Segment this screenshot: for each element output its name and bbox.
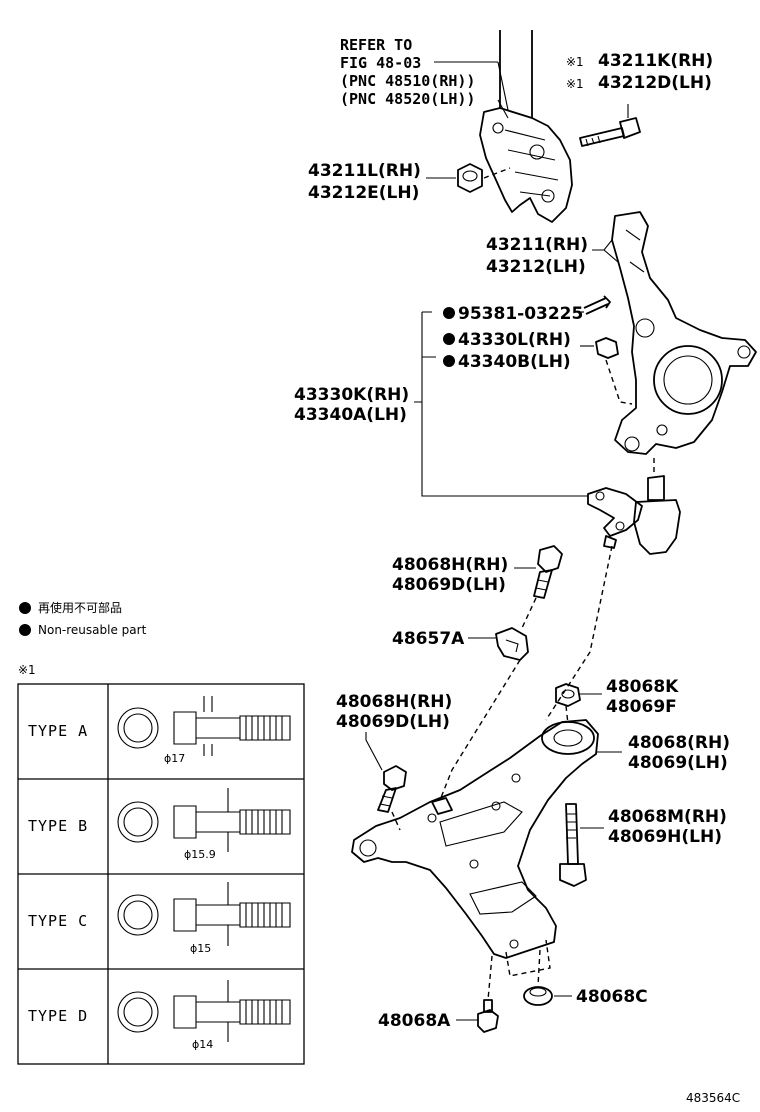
refer-line-1: REFER TO <box>340 36 412 54</box>
type-d-label: TYPE D <box>28 1007 88 1025</box>
part-number-lh: 43212D(LH) <box>598 73 712 93</box>
legend-jp: 再使用不可部品 <box>38 600 122 615</box>
cotter-pin-drawing <box>583 295 611 315</box>
rear-bushing-drawing <box>523 986 553 1006</box>
callout-cotter-pin: 95381-03225 <box>443 304 583 324</box>
part-number-rh: 48068H(RH) <box>392 555 508 575</box>
part-number: 48657A <box>392 629 465 649</box>
type-a-bolt-drawing: ϕ17 <box>117 696 291 765</box>
callout-knuckle: 43211(RH) 43212(LH) <box>486 235 588 277</box>
part-number-lh: 43340A(LH) <box>294 405 407 425</box>
non-reusable-mark-icon <box>443 333 455 345</box>
table-mark: ※1 <box>18 663 36 677</box>
callout-bushing-nut: 48068K 48069F <box>606 677 679 717</box>
strut-nut-drawing <box>457 163 511 193</box>
part-number: 48068K <box>606 677 679 697</box>
part-number-rh: 43330K(RH) <box>294 385 409 405</box>
part-number-rh: 43211(RH) <box>486 235 588 255</box>
type-c-bolt-drawing: ϕ15 <box>117 882 291 955</box>
part-number-rh: 43330L(RH) <box>458 330 571 350</box>
callout-nut-top: 43211L(RH) 43212E(LH) <box>308 161 421 203</box>
callout-bolt-low: 48068H(RH) 48069D(LH) <box>336 692 452 732</box>
long-bolt-drawing <box>559 803 587 887</box>
clip-drawing <box>495 627 529 661</box>
type-a-dimension: ϕ17 <box>164 752 185 765</box>
part-number-rh: 48068M(RH) <box>608 807 727 827</box>
callout-long-bolt: 48068M(RH) 48069H(LH) <box>608 807 727 847</box>
figure-id: 483564C <box>686 1091 740 1105</box>
note-mark: ※1 <box>566 77 584 91</box>
type-b-dimension: ϕ15.9 <box>184 848 216 861</box>
non-reusable-mark-icon <box>19 624 31 636</box>
ball-joint-bolt-drawing <box>533 545 563 599</box>
type-b-label: TYPE B <box>28 817 88 835</box>
type-c-label: TYPE C <box>28 912 88 930</box>
strut-assembly-drawing <box>479 30 573 223</box>
type-a-label: TYPE A <box>28 722 88 740</box>
bushing-nut-drawing <box>555 683 581 707</box>
non-reusable-mark-icon <box>443 307 455 319</box>
legend-en: Non-reusable part <box>38 623 147 637</box>
type-b-bolt-drawing: ϕ15.9 <box>117 788 291 861</box>
refer-line-3: (PNC 48510(RH)) <box>340 72 475 90</box>
bolt-type-table: ※1 TYPE A TYPE B TYPE C TYPE D ϕ17 ϕ15.9 <box>17 663 305 1065</box>
part-number-lh: 43212(LH) <box>486 257 586 277</box>
note-mark: ※1 <box>566 55 584 69</box>
callout-castle-nut: 43330L(RH) 43340B(LH) <box>443 330 571 372</box>
lower-control-arm-drawing <box>351 719 599 959</box>
non-reusable-mark-icon <box>443 355 455 367</box>
lower-arm-bolt-drawing <box>377 765 407 813</box>
steering-knuckle-drawing <box>611 211 757 455</box>
part-number-rh: 48068H(RH) <box>336 692 452 712</box>
part-number-lh: 43340B(LH) <box>458 352 571 372</box>
camber-bolt-drawing <box>579 117 641 147</box>
callout-bolt-top: ※1 43211K(RH) ※1 43212D(LH) <box>566 51 713 93</box>
part-number-rh: 48068(RH) <box>628 733 730 753</box>
callout-front-bolt: 48068A <box>378 1011 451 1031</box>
leader-lines <box>365 61 629 1021</box>
type-d-dimension: ϕ14 <box>192 1038 213 1051</box>
part-number-lh: 48069D(LH) <box>392 575 506 595</box>
callout-refer: REFER TO FIG 48-03 (PNC 48510(RH)) (PNC … <box>340 36 475 108</box>
callout-bolt-mid: 48068H(RH) 48069D(LH) <box>392 555 508 595</box>
part-number-rh: 43211K(RH) <box>598 51 713 71</box>
non-reusable-mark-icon <box>19 602 31 614</box>
ball-joint-drawing <box>587 458 681 555</box>
type-c-dimension: ϕ15 <box>190 942 211 955</box>
part-number: 48069F <box>606 697 677 717</box>
part-number-lh: 48069(LH) <box>628 753 728 773</box>
refer-line-4: (PNC 48520(LH)) <box>340 90 475 108</box>
legend: 再使用不可部品 Non-reusable part <box>19 600 147 637</box>
part-number: 48068C <box>576 987 648 1007</box>
type-d-bolt-drawing: ϕ14 <box>117 980 291 1051</box>
callout-lower-arm: 48068(RH) 48069(LH) <box>628 733 730 773</box>
part-number-lh: 43212E(LH) <box>308 183 419 203</box>
callout-clip: 48657A <box>392 629 465 649</box>
part-number-rh: 43211L(RH) <box>308 161 421 181</box>
front-bolt-drawing <box>477 999 499 1033</box>
assembly-lines <box>391 545 613 1001</box>
castle-nut-drawing <box>595 337 633 405</box>
refer-line-2: FIG 48-03 <box>340 54 421 72</box>
part-number-lh: 48069D(LH) <box>336 712 450 732</box>
part-number: 95381-03225 <box>458 304 583 324</box>
part-number-lh: 48069H(LH) <box>608 827 722 847</box>
part-number: 48068A <box>378 1011 451 1031</box>
callout-ball-joint: 43330K(RH) 43340A(LH) <box>294 385 409 425</box>
callout-rear-bushing: 48068C <box>576 987 648 1007</box>
